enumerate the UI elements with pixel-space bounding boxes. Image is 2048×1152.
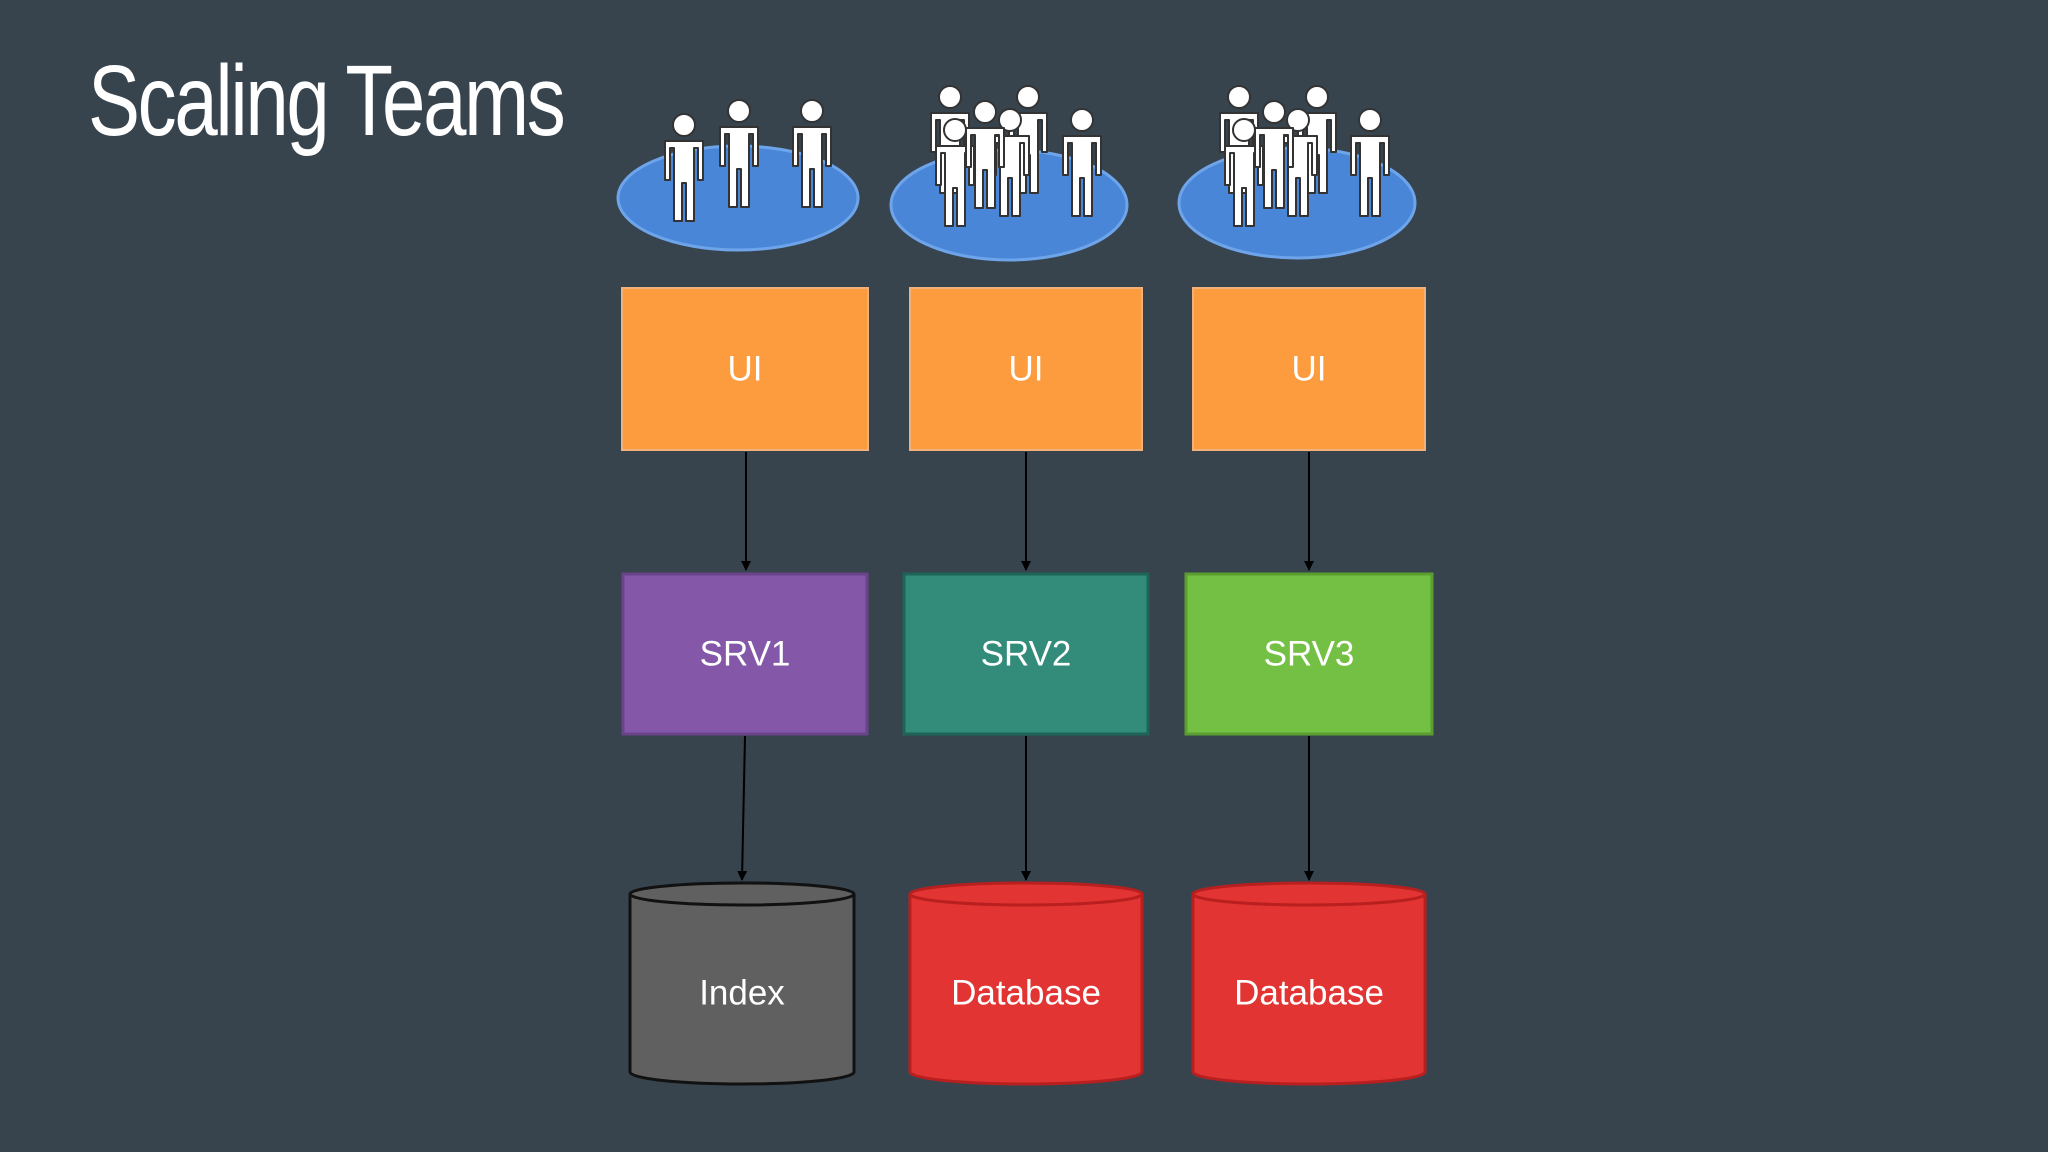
svg-text:UI: UI (1009, 350, 1044, 389)
database-cylinder-1: Database (908, 881, 1144, 1086)
srv1-box: SRV1 (621, 572, 869, 736)
column-2: UI SRV2 Database (889, 85, 1150, 1086)
ui-box-1: UI (621, 287, 869, 451)
svg-text:UI: UI (728, 350, 763, 389)
team-2-icon (889, 85, 1129, 262)
team-1-icon (616, 99, 860, 252)
svg-text:SRV1: SRV1 (700, 635, 791, 674)
slide-title: Scaling Teams (88, 45, 566, 157)
ui-box-2: UI (909, 287, 1143, 451)
team-3-icon (1177, 85, 1417, 260)
column-1: UI SRV1 Index (616, 99, 869, 1086)
column-3: UI SRV3 Database (1177, 85, 1434, 1086)
svg-text:SRV2: SRV2 (981, 635, 1072, 674)
index-cylinder: Index (628, 881, 856, 1086)
svg-text:UI: UI (1292, 350, 1327, 389)
srv2-box: SRV2 (902, 572, 1150, 736)
svg-text:Index: Index (699, 974, 785, 1013)
srv3-box: SRV3 (1184, 572, 1434, 736)
svg-text:SRV3: SRV3 (1264, 635, 1355, 674)
ui-box-3: UI (1192, 287, 1426, 451)
svg-text:Database: Database (1234, 974, 1384, 1013)
svg-text:Database: Database (951, 974, 1101, 1013)
database-cylinder-2: Database (1191, 881, 1427, 1086)
